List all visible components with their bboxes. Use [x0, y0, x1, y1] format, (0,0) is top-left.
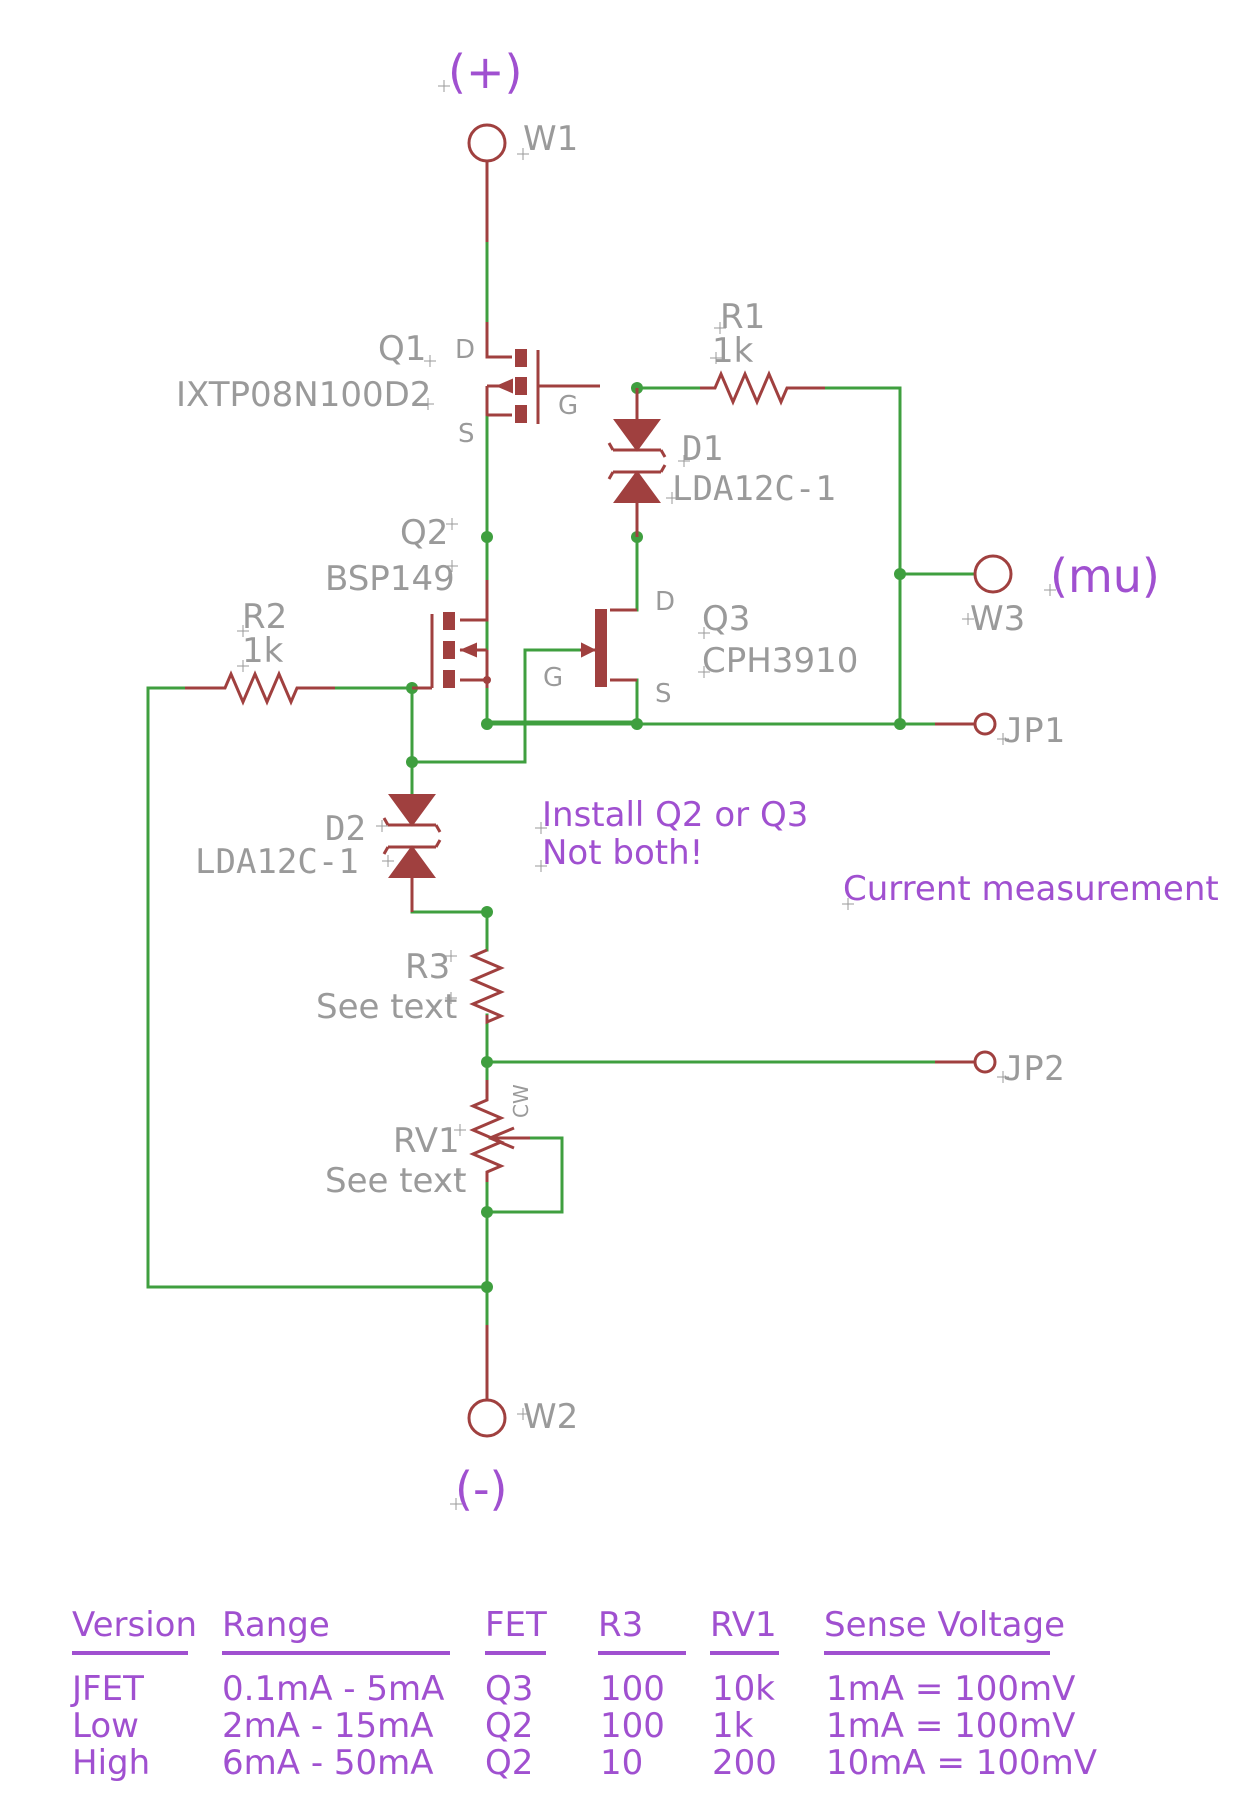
connector-w1 [467, 123, 507, 242]
table-row: JFET 0.1mA - 5mA Q3 100 10k 1mA = 100mV [70, 1669, 1075, 1709]
table-cell-version: Low [72, 1706, 139, 1746]
table-cell-range: 6mA - 50mA [222, 1743, 434, 1783]
d1-value-label: LDA12C-1 [672, 469, 836, 509]
r1-resistor [700, 370, 825, 406]
table-cell-sense: 1mA = 100mV [826, 1669, 1075, 1709]
note-current-measurement: Current measurement [843, 869, 1219, 909]
q1-name-label: Q1 [378, 329, 426, 369]
junction-dot [631, 718, 643, 730]
connector-w3 [973, 554, 1013, 594]
d2-value-label: LDA12C-1 [195, 842, 359, 882]
r1-name-label: R1 [720, 297, 765, 337]
wires [146, 240, 977, 1327]
junction-dot [894, 718, 906, 730]
q1-mosfet [485, 322, 600, 424]
d1-tvs-diode [607, 388, 667, 537]
net-label-measure: (mu) [1050, 549, 1160, 603]
junction-dot [406, 756, 418, 768]
r2-value-label: 1k [242, 631, 284, 671]
net-label-positive: (+) [448, 45, 522, 99]
q3-name-label: Q3 [702, 599, 750, 639]
junction-dot [894, 568, 906, 580]
w3-label: W3 [970, 599, 1025, 639]
table-cell-version: High [72, 1743, 150, 1783]
w1-label: W1 [523, 119, 578, 159]
w2-label: W2 [523, 1397, 578, 1437]
r3-value-label: See text [316, 987, 457, 1027]
q2-value-label: BSP149 [325, 559, 455, 599]
q3-pin-g: G [543, 663, 563, 693]
note-install-line1: Install Q2 or Q3 [542, 795, 808, 835]
r3-resistor [469, 948, 505, 1025]
q2-mosfet [412, 580, 491, 690]
table-row: Low 2mA - 15mA Q2 100 1k 1mA = 100mV [72, 1706, 1075, 1746]
net-label-negative: (-) [455, 1462, 508, 1516]
table-cell-rv1: 200 [712, 1743, 777, 1783]
table-header-sense: Sense Voltage [824, 1605, 1065, 1645]
connector-w2 [467, 1325, 507, 1438]
rv1-name-label: RV1 [393, 1121, 460, 1161]
junction-dot [481, 1056, 493, 1068]
rv1-value-label: See text [325, 1161, 466, 1201]
table-cell-sense: 1mA = 100mV [826, 1706, 1075, 1746]
q3-value-label: CPH3910 [702, 641, 858, 681]
d2-name-label: D2 [325, 809, 366, 849]
table-header-version: Version [72, 1605, 197, 1645]
q1-pin-g: G [558, 391, 578, 421]
origin-crosses [237, 80, 1056, 1510]
r1-value-label: 1k [712, 331, 754, 371]
table-cell-range: 0.1mA - 5mA [222, 1669, 444, 1709]
r2-name-label: R2 [242, 597, 287, 637]
connector-jp2 [935, 1050, 997, 1074]
r3-name-label: R3 [405, 947, 450, 987]
table-cell-r3: 10 [600, 1743, 643, 1783]
table-cell-rv1: 10k [712, 1669, 775, 1709]
q3-pin-d: D [655, 587, 675, 617]
q2-name-label: Q2 [400, 513, 448, 553]
table-cell-sense: 10mA = 100mV [826, 1743, 1097, 1783]
connector-jp1 [935, 712, 997, 736]
table-header-range: Range [222, 1605, 330, 1645]
note-install-line2: Not both! [542, 833, 703, 873]
table-cell-range: 2mA - 15mA [222, 1706, 434, 1746]
table-cell-rv1: 1k [712, 1706, 754, 1746]
junction-dot [481, 718, 493, 730]
table-cell-r3: 100 [600, 1669, 665, 1709]
junctions [406, 382, 906, 1293]
q1-value-label: IXTP08N100D2 [176, 375, 431, 415]
jp1-label: JP1 [1003, 711, 1064, 751]
q3-jfet [580, 608, 637, 687]
table-header-r3: R3 [598, 1605, 643, 1645]
junction-dot [481, 531, 493, 543]
table-cell-fet: Q2 [485, 1706, 533, 1746]
rv1-trimmer [469, 1080, 530, 1182]
q1-pin-s: S [458, 419, 475, 449]
table-header-fet: FET [485, 1605, 547, 1645]
d1-name-label: D1 [682, 429, 723, 469]
junction-dot [481, 1206, 493, 1218]
table-cell-fet: Q3 [485, 1669, 533, 1709]
d2-tvs-diode [382, 794, 442, 912]
jp2-label: JP2 [1003, 1049, 1064, 1089]
q3-pin-s: S [655, 679, 672, 709]
q1-pin-d: D [455, 335, 475, 365]
table-cell-version: JFET [70, 1669, 144, 1709]
table-header-rv1: RV1 [710, 1605, 777, 1645]
junction-dot [481, 906, 493, 918]
version-table: Version Range FET R3 RV1 Sense Voltage J… [70, 1605, 1097, 1783]
table-cell-r3: 100 [600, 1706, 665, 1746]
junction-dot [481, 1281, 493, 1293]
table-row: High 6mA - 50mA Q2 10 200 10mA = 100mV [72, 1743, 1097, 1783]
rv1-cw-label: CW [509, 1084, 533, 1118]
table-cell-fet: Q2 [485, 1743, 533, 1783]
r2-resistor [185, 670, 335, 706]
